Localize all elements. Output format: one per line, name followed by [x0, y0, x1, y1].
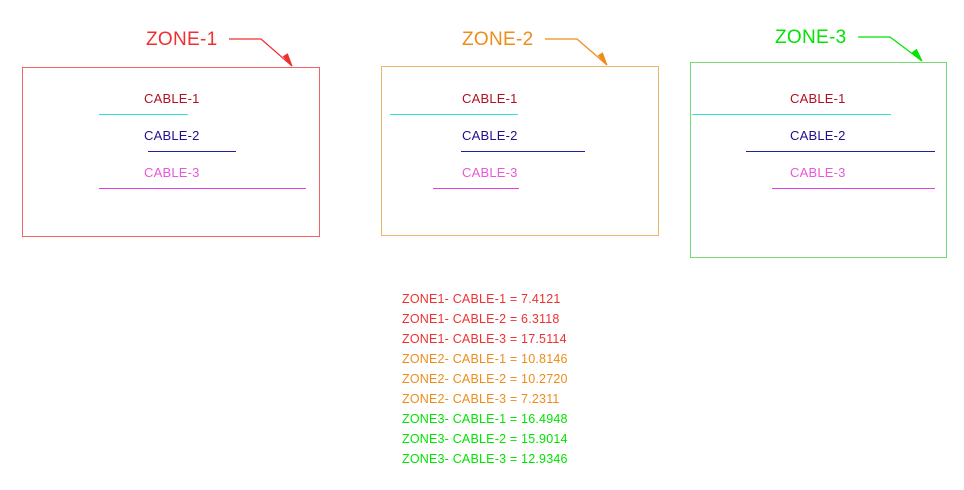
result-row: ZONE2- CABLE-2 = 10.2720 — [402, 372, 568, 386]
zone-1-cable-1-line — [99, 114, 188, 115]
result-row: ZONE2- CABLE-1 = 10.8146 — [402, 352, 568, 366]
zone-1-cable-2-line — [148, 151, 236, 152]
zone-2-cable-2-line — [461, 151, 585, 152]
zone-2-cable-1-label: CABLE-1 — [462, 91, 518, 106]
zone-2-cable-3-line — [433, 188, 519, 189]
zone-1-cable-3-line — [99, 188, 306, 189]
zone-3-cable-3-label: CABLE-3 — [790, 165, 846, 180]
zone-3-cable-2-line — [746, 151, 935, 152]
zone-3-cable-3-line — [772, 188, 935, 189]
zone-2-cable-3-label: CABLE-3 — [462, 165, 518, 180]
zone-1-boundary[interactable] — [22, 67, 320, 237]
zone-1-cable-3-label: CABLE-3 — [144, 165, 200, 180]
zone-3-leader — [858, 36, 923, 62]
result-row: ZONE2- CABLE-3 = 7.2311 — [402, 392, 560, 406]
zone-3-cable-2-label: CABLE-2 — [790, 128, 846, 143]
result-row: ZONE3- CABLE-3 = 12.9346 — [402, 452, 568, 466]
zone-3-cable-1-line — [692, 114, 891, 115]
zone-2-cable-2-label: CABLE-2 — [462, 128, 518, 143]
zone-3-title: ZONE-3 — [775, 27, 847, 48]
result-row: ZONE3- CABLE-1 = 16.4948 — [402, 412, 568, 426]
result-row: ZONE3- CABLE-2 = 15.9014 — [402, 432, 568, 446]
zone-1-leader — [229, 38, 293, 67]
zone-1-cable-1-label: CABLE-1 — [144, 91, 200, 106]
zone-2-title: ZONE-2 — [462, 29, 534, 50]
zone-2-cable-1-line — [390, 114, 518, 115]
zone-3-cable-1-label: CABLE-1 — [790, 91, 846, 106]
zone-2-boundary[interactable] — [381, 66, 659, 236]
result-row: ZONE1- CABLE-3 = 17.5114 — [402, 332, 567, 346]
zone-1-cable-2-label: CABLE-2 — [144, 128, 200, 143]
zone-2-leader — [545, 38, 608, 66]
result-row: ZONE1- CABLE-2 = 6.3118 — [402, 312, 560, 326]
zone-3-boundary[interactable] — [690, 62, 947, 258]
zone-1-title: ZONE-1 — [146, 29, 218, 50]
result-row: ZONE1- CABLE-1 = 7.4121 — [402, 292, 561, 306]
